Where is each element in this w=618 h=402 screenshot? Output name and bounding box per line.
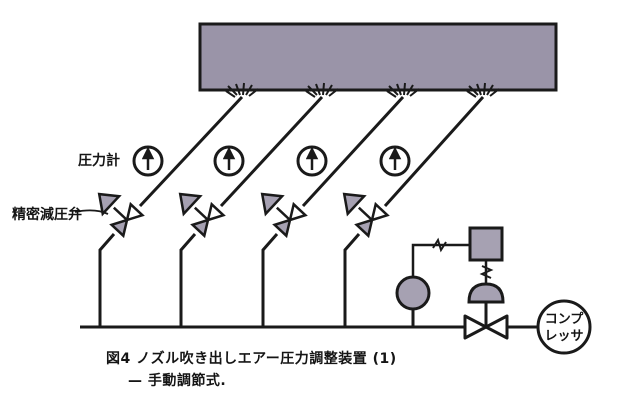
- figure-caption-line2: — 手動調節式.: [128, 373, 227, 389]
- nozzle-pipe-2: [219, 95, 324, 208]
- precision-regulator-label: 精密減圧弁: [12, 207, 82, 223]
- branch-3: [260, 95, 405, 327]
- signal-break-mark: [432, 237, 447, 253]
- controller-box: [468, 226, 504, 262]
- nozzle-pipe-1: [138, 95, 244, 208]
- regulator-valve-1: [97, 192, 145, 239]
- nozzle-spray-1: [225, 82, 259, 98]
- regulator-valve-4: [342, 192, 390, 239]
- compressor-label-line2: レッサ: [544, 329, 583, 344]
- control-assembly: [395, 226, 509, 340]
- nozzle-pipe-4: [383, 95, 485, 208]
- nozzle-spray-4: [466, 82, 500, 98]
- air-chamber: [198, 22, 558, 92]
- regulator-label-leader: [74, 209, 109, 215]
- pressure-gauge-label: 圧力計: [78, 153, 120, 169]
- branch-pipe-4: [343, 233, 361, 327]
- branch-2: [178, 95, 324, 327]
- nozzle-pipe-3: [301, 95, 405, 208]
- branch-pipe-3: [261, 233, 279, 327]
- diaphragm-actuator: [467, 282, 505, 304]
- regulator-valve-2: [178, 192, 226, 239]
- regulator-valve-3: [260, 192, 308, 239]
- figure-caption-line1: 図4 ノズル吹き出しエアー圧力調整装置 (1): [106, 351, 397, 367]
- compressor-body: [536, 299, 592, 355]
- control-valve: [463, 314, 509, 340]
- pressure-sensor: [395, 275, 431, 311]
- branch-1: [97, 95, 244, 327]
- sensor-signal-line: [411, 243, 470, 277]
- nozzle-spray-3: [386, 82, 420, 98]
- compressor-label-line1: コンプ: [545, 312, 585, 327]
- actuator-break-mark: [479, 265, 494, 279]
- branch-4: [342, 95, 485, 327]
- compressor: コンプ レッサ: [536, 299, 592, 355]
- nozzle-spray-2: [305, 82, 339, 98]
- branch-pipe-2: [179, 233, 197, 327]
- branch-pipe-1: [98, 233, 116, 327]
